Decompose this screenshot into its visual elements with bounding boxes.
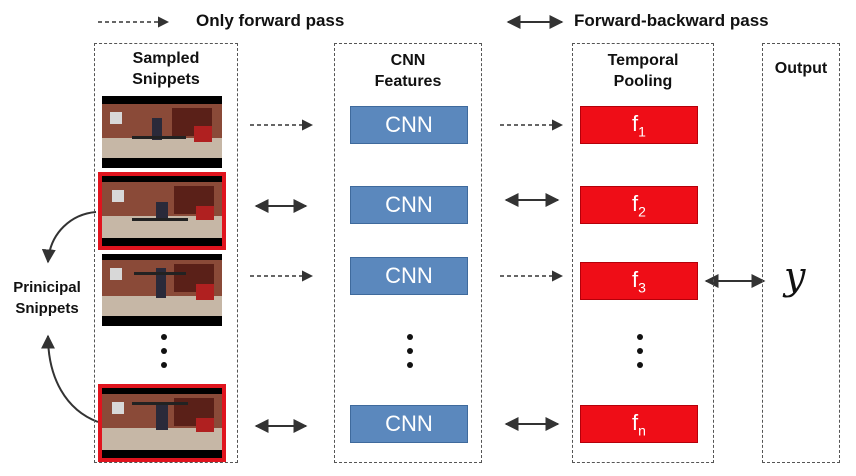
cnn-block-3: CNN (350, 257, 468, 295)
features-title: CNN Features (334, 50, 482, 92)
features-title-line1: CNN (390, 52, 426, 69)
output-title: Output (774, 60, 828, 77)
gym-scene-image (102, 96, 222, 168)
pooling-title: Temporal Pooling (572, 50, 714, 92)
gym-scene-image (102, 176, 222, 246)
features-column (334, 43, 482, 463)
snippet-thumbnail-1 (102, 96, 222, 168)
pooling-title-line1: Temporal (607, 52, 679, 69)
cnn-ellipsis (406, 334, 414, 376)
snippets-title-line1: Sampled (132, 50, 200, 67)
legend-forward-label: Only forward pass (196, 11, 345, 30)
principal-curve-bottom (41, 334, 99, 423)
pool-feature-2: f2 (580, 186, 698, 224)
cnn-block-1: CNN (350, 106, 468, 144)
pool-feature-1: f1 (580, 106, 698, 144)
gym-scene-image (102, 388, 222, 458)
features-title-line2: Features (374, 73, 442, 90)
output-y: y (784, 254, 806, 298)
pool-feature-n: fn (580, 405, 698, 443)
pool-feature-3: f3 (580, 262, 698, 300)
output-column (762, 43, 840, 463)
snippet-thumbnail-n-principal (98, 384, 226, 462)
pooling-title-line2: Pooling (613, 73, 673, 90)
legend-forward-backward-label: Forward-backward pass (574, 11, 769, 30)
principal-snippets-label: Prinicipal Snippets (0, 277, 94, 319)
principal-label-line1: Prinicipal (13, 279, 81, 296)
snippet-thumbnail-3 (102, 254, 222, 326)
snippets-column (94, 43, 238, 463)
cnn-block-2: CNN (350, 186, 468, 224)
pooling-column (572, 43, 714, 463)
principal-curve-top (41, 211, 97, 264)
snippets-title-line2: Snippets (132, 71, 200, 88)
principal-label-line2: Snippets (15, 300, 79, 317)
snippets-title: Sampled Snippets (94, 48, 238, 90)
cnn-block-n: CNN (350, 405, 468, 443)
gym-scene-image (102, 254, 222, 326)
snippets-ellipsis (160, 334, 168, 376)
pool-ellipsis (636, 334, 644, 376)
snippet-thumbnail-2-principal (98, 172, 226, 250)
